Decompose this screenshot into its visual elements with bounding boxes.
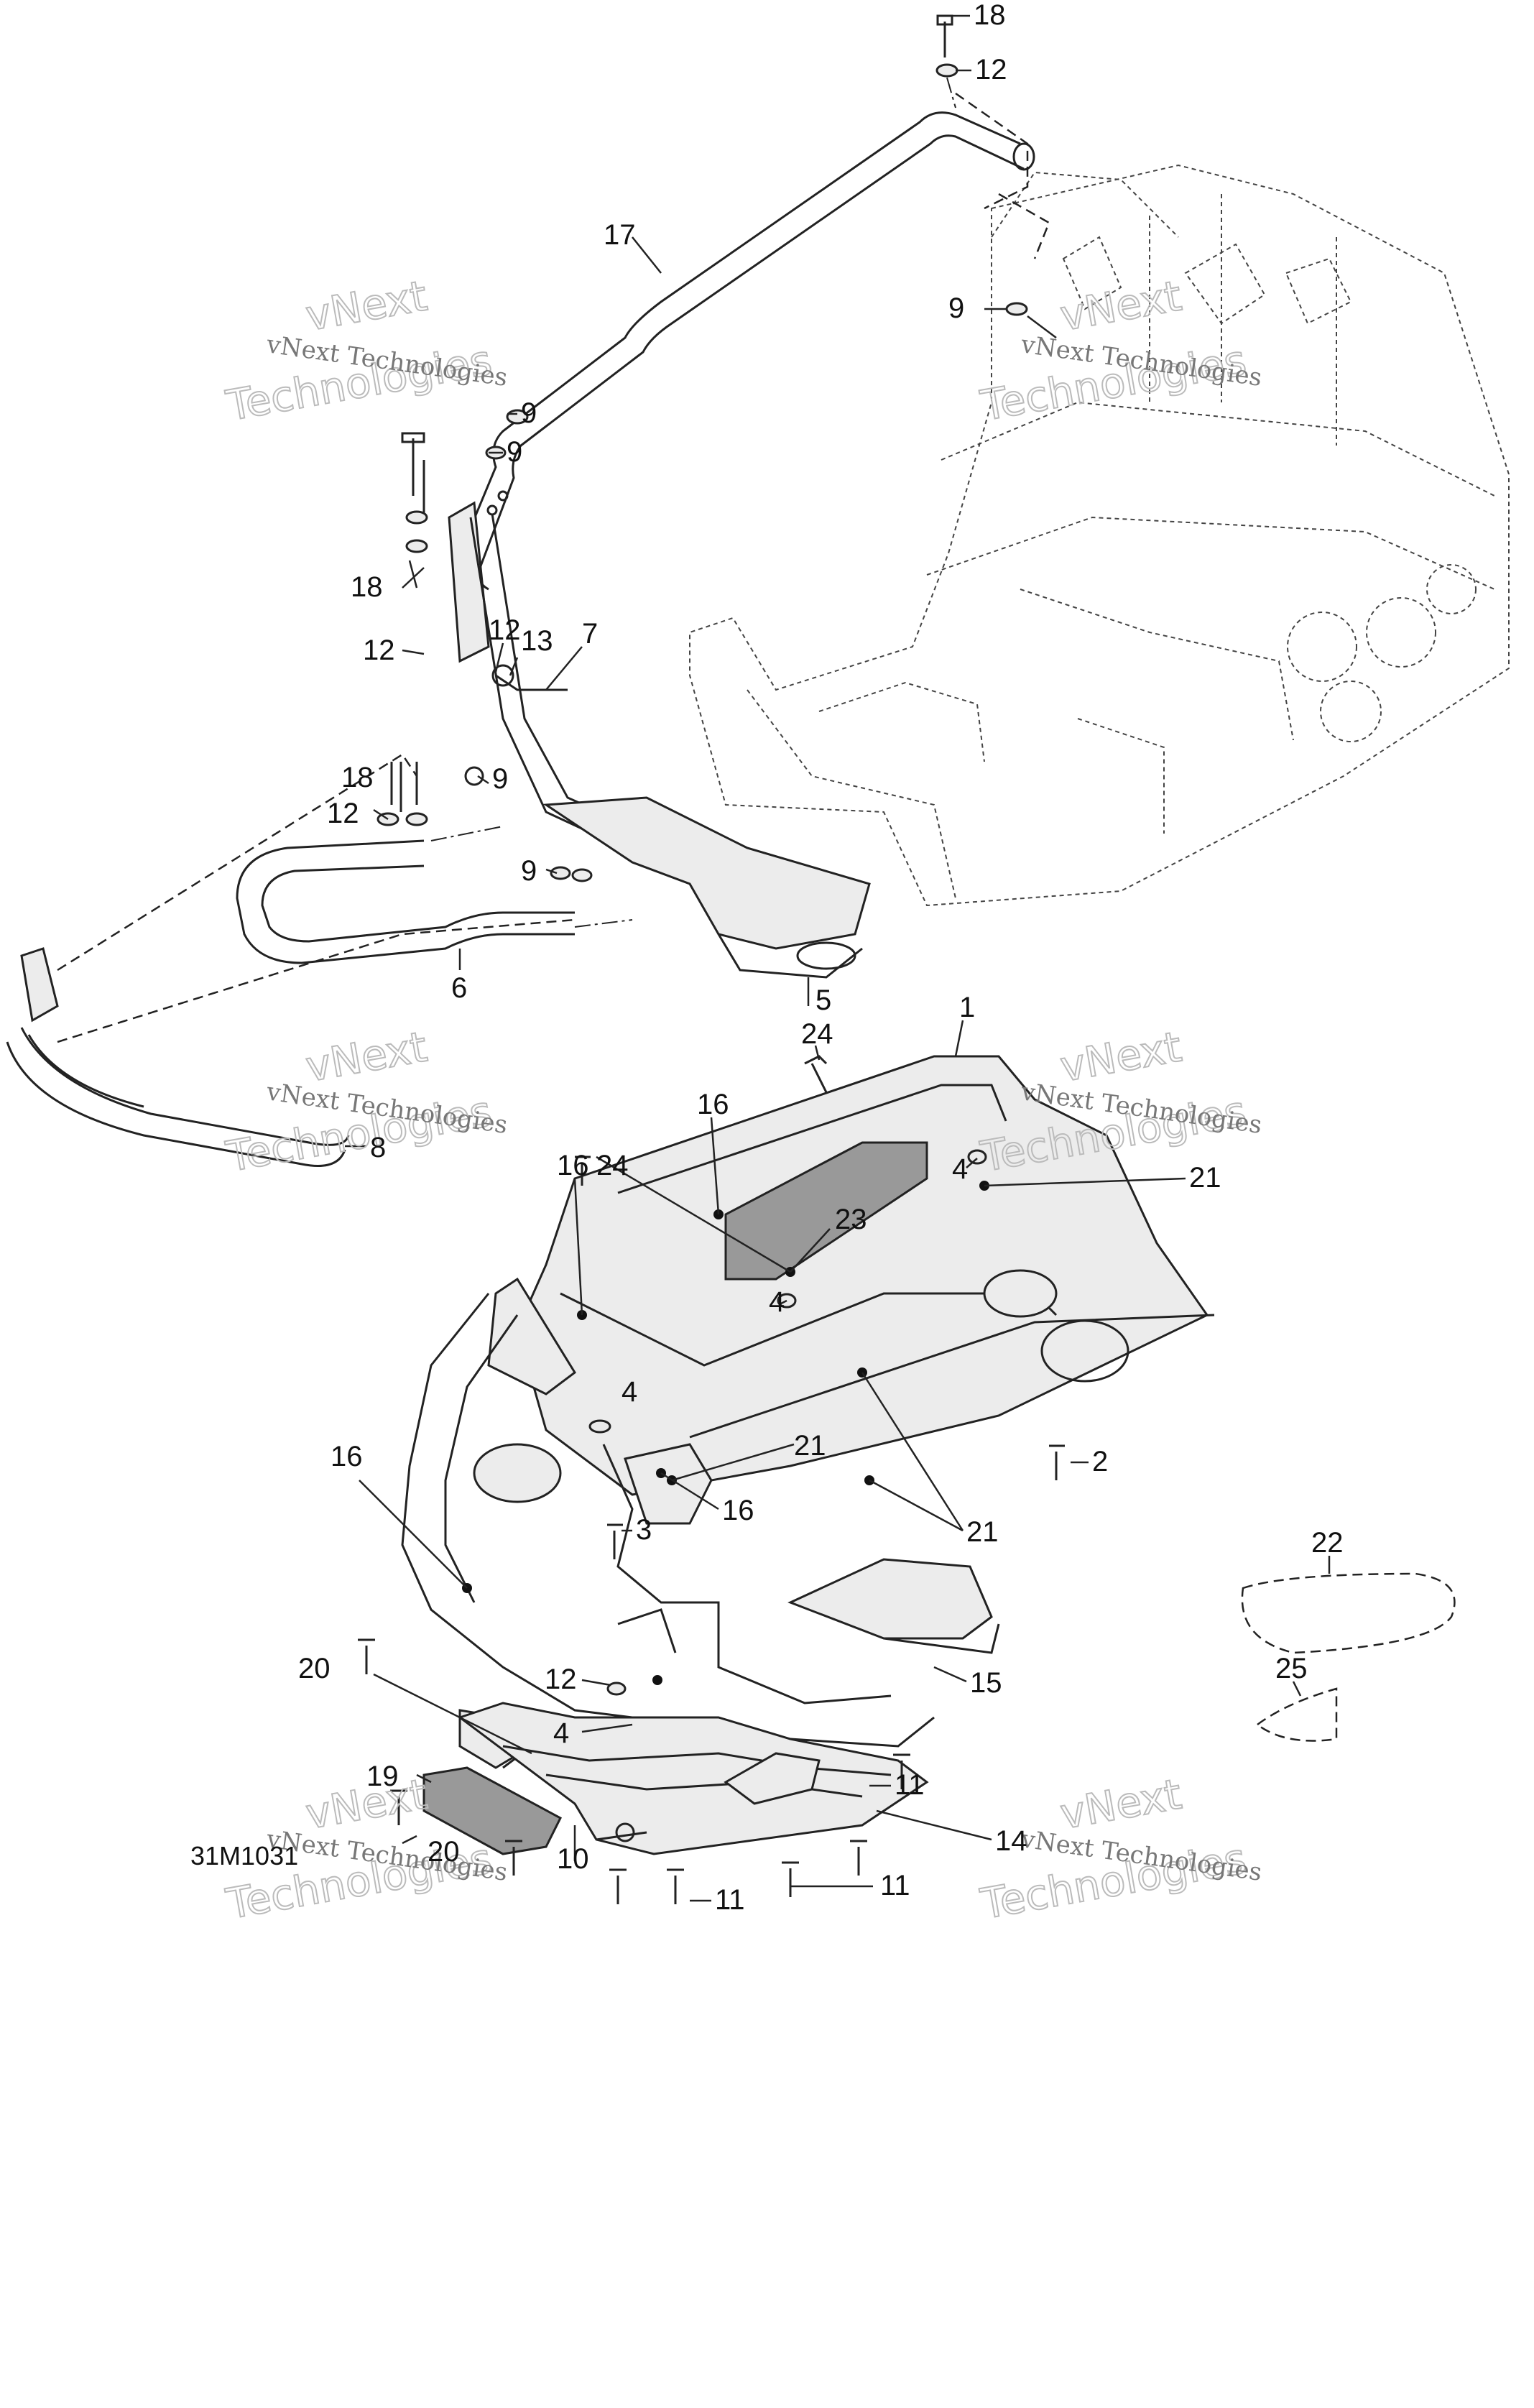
callout-16: 16: [331, 1441, 363, 1472]
hood-bottom-pan: [401, 1055, 1215, 1769]
callout-9: 9: [492, 763, 508, 795]
callout-2: 2: [1092, 1446, 1108, 1477]
callout-21: 21: [1189, 1162, 1221, 1194]
side-bracket-assembly: [376, 432, 871, 979]
callouts: 18 12 17 9 9 9 18 12 12 13 7 9 18 12 9 6…: [298, 0, 1344, 1916]
callout-1: 1: [959, 992, 975, 1023]
callout-24: 24: [801, 1018, 833, 1050]
callout-7: 7: [582, 618, 598, 650]
callout-12: 12: [327, 798, 359, 829]
callout-25: 25: [1275, 1653, 1308, 1684]
callout-4: 4: [769, 1286, 785, 1318]
callout-13: 13: [521, 625, 553, 657]
watermark-mid-left: Technologies vNext vNext Technologies: [222, 1021, 509, 1182]
callout-14: 14: [995, 1825, 1027, 1857]
callout-18: 18: [974, 0, 1006, 31]
callout-20: 20: [428, 1836, 460, 1868]
callout-12: 12: [545, 1664, 577, 1695]
hardware-top: [485, 14, 1050, 460]
svg-text:vNext: vNext: [1057, 1022, 1186, 1091]
callout-24: 24: [596, 1150, 629, 1181]
callout-3: 3: [636, 1514, 652, 1546]
leader-lines: [345, 14, 1331, 1902]
watermark-top-left: Technologies vNext vNext Technologies: [222, 270, 509, 431]
callout-9: 9: [521, 855, 537, 887]
callout-16: 16: [697, 1089, 729, 1120]
decal-22: [1241, 1572, 1456, 1654]
svg-text:vNext: vNext: [302, 1022, 431, 1091]
callout-4: 4: [553, 1717, 569, 1749]
callout-15: 15: [970, 1667, 1002, 1699]
drawing-code: 31M1031: [190, 1841, 298, 1870]
callout-12: 12: [489, 614, 521, 646]
callout-16: 16: [557, 1150, 589, 1181]
skid-plate: [457, 1702, 929, 1855]
callout-22: 22: [1311, 1527, 1344, 1559]
callout-21: 21: [966, 1516, 999, 1548]
callout-19: 19: [366, 1761, 399, 1792]
callout-11: 11: [895, 1769, 925, 1801]
callout-18: 18: [341, 762, 374, 793]
svg-text:vNext: vNext: [1057, 271, 1186, 340]
callout-12: 12: [975, 54, 1007, 86]
callout-23: 23: [835, 1204, 867, 1235]
svg-text:vNext: vNext: [302, 271, 431, 340]
callout-9: 9: [507, 436, 522, 468]
callout-4: 4: [952, 1153, 968, 1185]
callout-4: 4: [622, 1376, 637, 1408]
svg-text:vNext: vNext: [1057, 1769, 1186, 1838]
callout-9: 9: [948, 292, 964, 324]
callout-8: 8: [370, 1132, 386, 1163]
callout-11: 11: [880, 1870, 910, 1901]
lower-bumper-bar: [6, 947, 350, 1167]
watermark-mid-right: Technologies vNext vNext Technologies: [976, 1021, 1264, 1182]
upper-bumper-tube: [456, 111, 1035, 591]
callout-16: 16: [722, 1495, 754, 1526]
chassis-frame: [689, 164, 1510, 907]
callout-18: 18: [351, 571, 383, 603]
decal-25: [1255, 1687, 1338, 1742]
callout-10: 10: [557, 1843, 589, 1875]
callout-12: 12: [363, 635, 395, 666]
front-bumper-loop: [57, 753, 633, 1043]
callout-6: 6: [451, 972, 467, 1004]
callout-5: 5: [815, 984, 831, 1016]
callout-21: 21: [794, 1430, 826, 1462]
callout-11: 11: [715, 1884, 745, 1916]
callout-20: 20: [298, 1653, 331, 1684]
callout-17: 17: [604, 219, 636, 251]
callout-9: 9: [521, 397, 537, 429]
grille-mesh: [422, 1766, 562, 1855]
watermark-top-right: Technologies vNext vNext Technologies: [976, 270, 1264, 431]
